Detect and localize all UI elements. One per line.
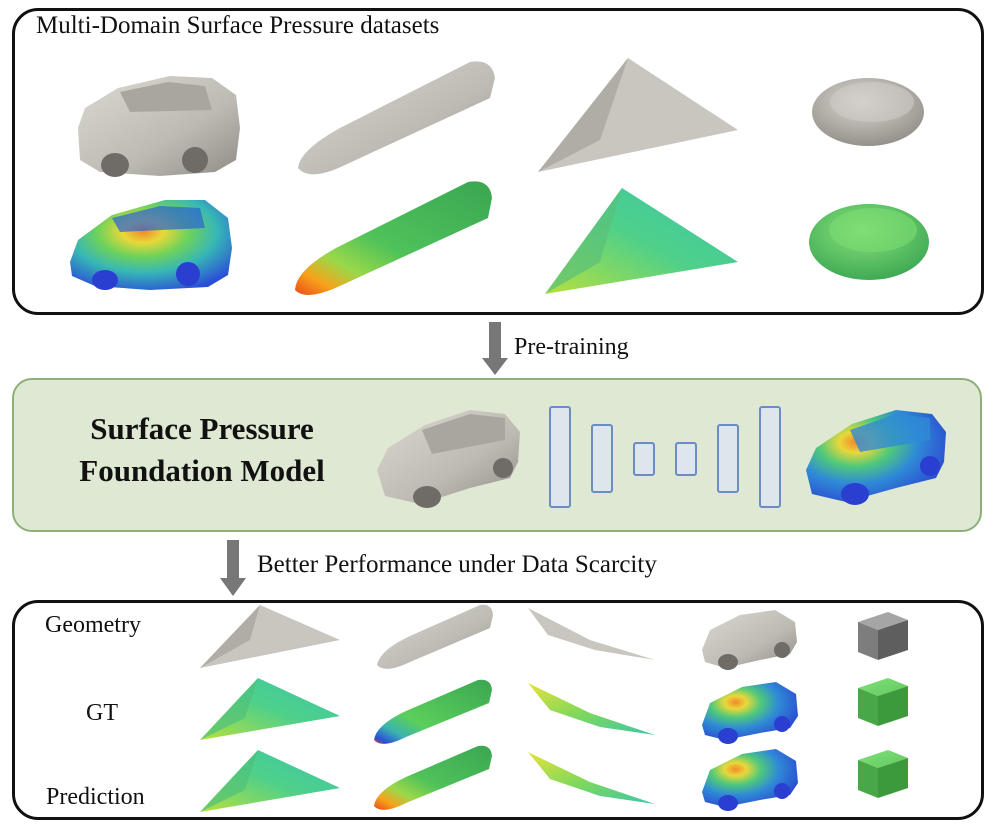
- train-geometry-icon: [298, 61, 495, 175]
- row-label-prediction: Prediction: [46, 784, 145, 810]
- results-panel: [12, 600, 984, 820]
- model-title: Surface Pressure Foundation Model: [22, 408, 382, 492]
- gt-plate-icon: [528, 683, 655, 735]
- car-pressure-icon: [70, 200, 232, 290]
- dataset-title: Multi-Domain Surface Pressure datasets: [36, 12, 440, 39]
- disc-pressure-icon: [809, 204, 929, 280]
- pretraining-label: Pre-training: [514, 334, 629, 360]
- network-block-6: [759, 406, 781, 508]
- network-block-1: [549, 406, 571, 508]
- row-label-gt: GT: [86, 700, 118, 726]
- prediction-wing-icon: [200, 750, 340, 812]
- performance-arrow: [220, 540, 246, 596]
- network-block-2: [591, 424, 613, 493]
- delta-wing-pressure-icon: [545, 188, 738, 294]
- gt-car-icon: [702, 682, 798, 744]
- car-geometry-icon: [78, 76, 240, 177]
- bottom-cube-geometry-icon: [858, 612, 908, 660]
- prediction-car-icon: [702, 749, 798, 811]
- model-title-line1: Surface Pressure: [90, 411, 314, 446]
- pretraining-arrow: [482, 322, 508, 375]
- train-pressure-icon: [295, 181, 492, 295]
- prediction-plate-icon: [528, 752, 655, 804]
- prediction-train-icon: [374, 745, 492, 810]
- gt-wing-icon: [200, 678, 340, 740]
- input-car-geometry-icon: [377, 410, 520, 508]
- row-label-geometry: Geometry: [45, 612, 141, 638]
- delta-wing-geometry-icon: [538, 58, 738, 172]
- bottom-wing-geometry-icon: [200, 605, 340, 668]
- disc-geometry-icon: [812, 78, 924, 146]
- network-block-4: [675, 442, 697, 476]
- prediction-cube-icon: [858, 750, 908, 798]
- performance-label: Better Performance under Data Scarcity: [257, 551, 657, 578]
- network-block-5: [717, 424, 739, 493]
- output-car-pressure-icon: [806, 410, 946, 505]
- network-block-3: [633, 442, 655, 476]
- model-title-line2: Foundation Model: [79, 453, 325, 488]
- bottom-train-geometry-icon: [377, 604, 493, 669]
- gt-train-icon: [374, 679, 492, 744]
- network-blocks: [549, 406, 781, 508]
- bottom-car-geometry-icon: [702, 610, 797, 670]
- gt-cube-icon: [858, 678, 908, 726]
- bottom-plate-geometry-icon: [528, 608, 655, 660]
